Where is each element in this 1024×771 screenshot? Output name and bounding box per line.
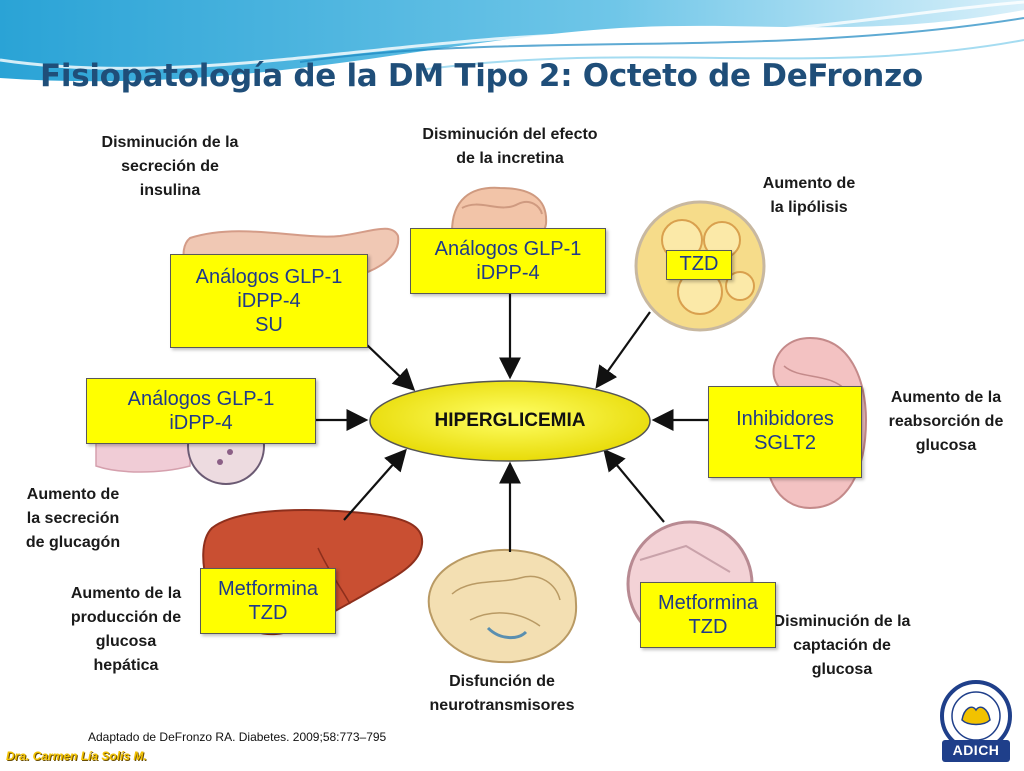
label-neurotransmitters: Disfunción de neurotransmisores (429, 673, 575, 714)
treatment-box-pancreas: Análogos GLP-1 iDPP-4 SU (170, 254, 368, 348)
adich-logo: ADICH (936, 680, 1016, 766)
center-label: HIPERGLICEMIA (434, 410, 586, 431)
center-ellipse (369, 380, 651, 462)
author-credit: Dra. Carmen Lía Solís M. (6, 749, 147, 763)
label-incretin: Disminución del efecto de la incretina (422, 126, 598, 167)
diagram-arrows (316, 294, 708, 552)
label-insulin-secretion: Disminución de la secreción de insulina (101, 134, 239, 199)
brain-image (427, 548, 578, 664)
hands-logo-icon (940, 680, 1012, 762)
label-lipolysis: Aumento de la lipólisis (762, 175, 856, 216)
treatment-box-kidney: Inhibidores SGLT2 (708, 386, 862, 478)
adipose-image (634, 200, 766, 332)
label-hepatic-production: Aumento de la producción de glucosa hepá… (70, 585, 182, 674)
treatment-box-islet: Análogos GLP-1 iDPP-4 (86, 378, 316, 444)
slide-title: Fisiopatología de la DM Tipo 2: Octeto d… (40, 58, 923, 94)
treatment-box-intestine: Análogos GLP-1 iDPP-4 (410, 228, 606, 294)
label-glucose-reabsorption: Aumento de la reabsorción de glucosa (888, 389, 1004, 454)
intestine-image (450, 186, 548, 238)
citation: Adaptado de DeFronzo RA. Diabetes. 2009;… (78, 722, 500, 752)
treatment-box-adipose: TZD (666, 250, 732, 280)
treatment-box-muscle: Metformina TZD (640, 582, 776, 648)
label-glucagon: Aumento de la secreción de glucagón (25, 486, 121, 551)
logo-text: ADICH (952, 742, 1000, 758)
label-glucose-uptake: Disminución de la captación de glucosa (773, 613, 911, 678)
treatment-box-liver: Metformina TZD (200, 568, 336, 634)
